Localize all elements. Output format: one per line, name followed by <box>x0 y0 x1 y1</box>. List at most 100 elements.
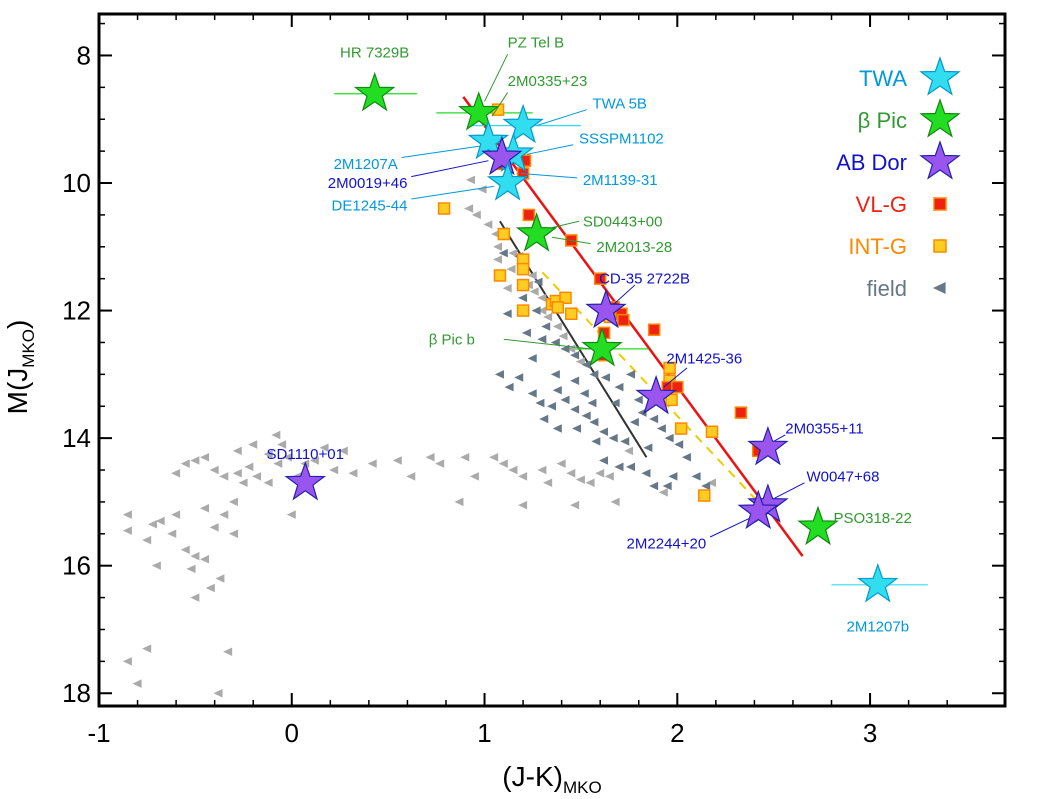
field-point <box>591 437 601 446</box>
field-point <box>122 526 132 535</box>
object-label: 2M2013-28 <box>596 239 672 256</box>
field-point <box>531 306 541 315</box>
x-axis-title-main: (J-K) <box>502 761 563 792</box>
field-point <box>566 468 576 478</box>
y-tick-label: 16 <box>62 551 91 581</box>
field-point <box>466 175 476 185</box>
field-point <box>186 564 196 574</box>
object-label: 2M2244+20 <box>627 535 707 552</box>
field-point <box>494 370 504 379</box>
field-point <box>620 437 630 446</box>
field-point <box>200 504 210 513</box>
annotation-leader <box>411 160 489 178</box>
star-point <box>857 562 899 603</box>
field-point <box>171 510 181 519</box>
annotation-leader <box>773 482 805 500</box>
field-point <box>608 433 618 443</box>
field-point <box>215 574 225 583</box>
int-g-points <box>437 103 719 502</box>
field-point <box>701 481 711 491</box>
field-point <box>589 370 599 379</box>
field-point <box>614 462 624 472</box>
object-label: CD-35 2722B <box>599 271 690 288</box>
field-point <box>232 468 242 478</box>
object-label: 2M0019+46 <box>328 175 408 192</box>
legend-marker <box>919 98 961 138</box>
field-point <box>205 583 215 593</box>
field-point <box>518 472 528 481</box>
object-label: 2M0355+11 <box>785 421 864 438</box>
field-point <box>575 357 585 366</box>
field-point <box>537 306 547 315</box>
field-point <box>626 370 636 379</box>
annotation-leader <box>503 338 591 350</box>
field-point <box>572 424 582 433</box>
field-point <box>614 382 624 392</box>
field-point <box>633 395 643 405</box>
field-point <box>122 510 132 519</box>
y-axis-title: M(JMKO) <box>2 320 38 415</box>
field-point <box>498 459 508 468</box>
star-point <box>457 91 500 131</box>
annotation-leaders <box>401 53 805 538</box>
field-point <box>527 271 537 280</box>
field-point <box>132 679 142 688</box>
vl-g-point <box>522 208 536 222</box>
field-point <box>213 688 223 698</box>
annotation-leader <box>773 434 786 442</box>
field-point <box>643 443 653 452</box>
field-point <box>543 478 553 488</box>
field-point <box>629 417 639 427</box>
field-point <box>244 462 254 472</box>
field-point <box>556 459 566 468</box>
field-point <box>514 373 524 382</box>
field-point <box>581 360 591 370</box>
field-point <box>277 440 287 449</box>
field-point <box>681 453 691 462</box>
annotation-leader <box>551 220 580 229</box>
field-point <box>570 500 580 510</box>
object-label: DE1245-44 <box>332 197 408 214</box>
field-point <box>200 453 210 462</box>
object-label: HR 7329B <box>340 44 409 61</box>
field-point <box>406 472 416 481</box>
field-point <box>547 401 556 411</box>
field-point <box>649 481 659 491</box>
field-point <box>664 433 674 443</box>
field-point <box>392 456 402 465</box>
object-label: 2M1139-31 <box>583 172 658 189</box>
field-point <box>471 210 481 220</box>
object-label: SSSPM1102 <box>579 130 664 147</box>
annotation-leader <box>709 517 751 538</box>
y-axis-title-main: M(J <box>2 368 33 415</box>
field-point <box>504 382 514 392</box>
star-point <box>581 326 623 367</box>
y-axis-title-sub: MKO <box>19 329 38 368</box>
field-point <box>171 468 181 478</box>
int-g-point <box>565 307 578 321</box>
field-point <box>286 510 296 519</box>
legend-label: VL-G <box>856 192 907 217</box>
int-g-point <box>663 361 676 375</box>
field-point <box>637 408 647 417</box>
legend-label: β Pic <box>858 108 907 133</box>
star-point <box>353 71 396 112</box>
field-point <box>367 459 377 468</box>
legend-marker <box>933 197 947 211</box>
field-point <box>600 373 610 382</box>
field-point <box>527 389 537 398</box>
int-g-point <box>516 278 530 292</box>
field-point <box>493 255 503 264</box>
field-point <box>579 389 589 398</box>
field-point <box>604 472 614 481</box>
field-point <box>537 293 547 303</box>
field-point <box>552 322 562 331</box>
field-point <box>560 395 570 405</box>
field-point <box>477 185 487 194</box>
field-point <box>252 472 262 481</box>
field-point <box>263 449 273 459</box>
field-point <box>232 446 242 456</box>
annotation-leader <box>521 172 578 179</box>
